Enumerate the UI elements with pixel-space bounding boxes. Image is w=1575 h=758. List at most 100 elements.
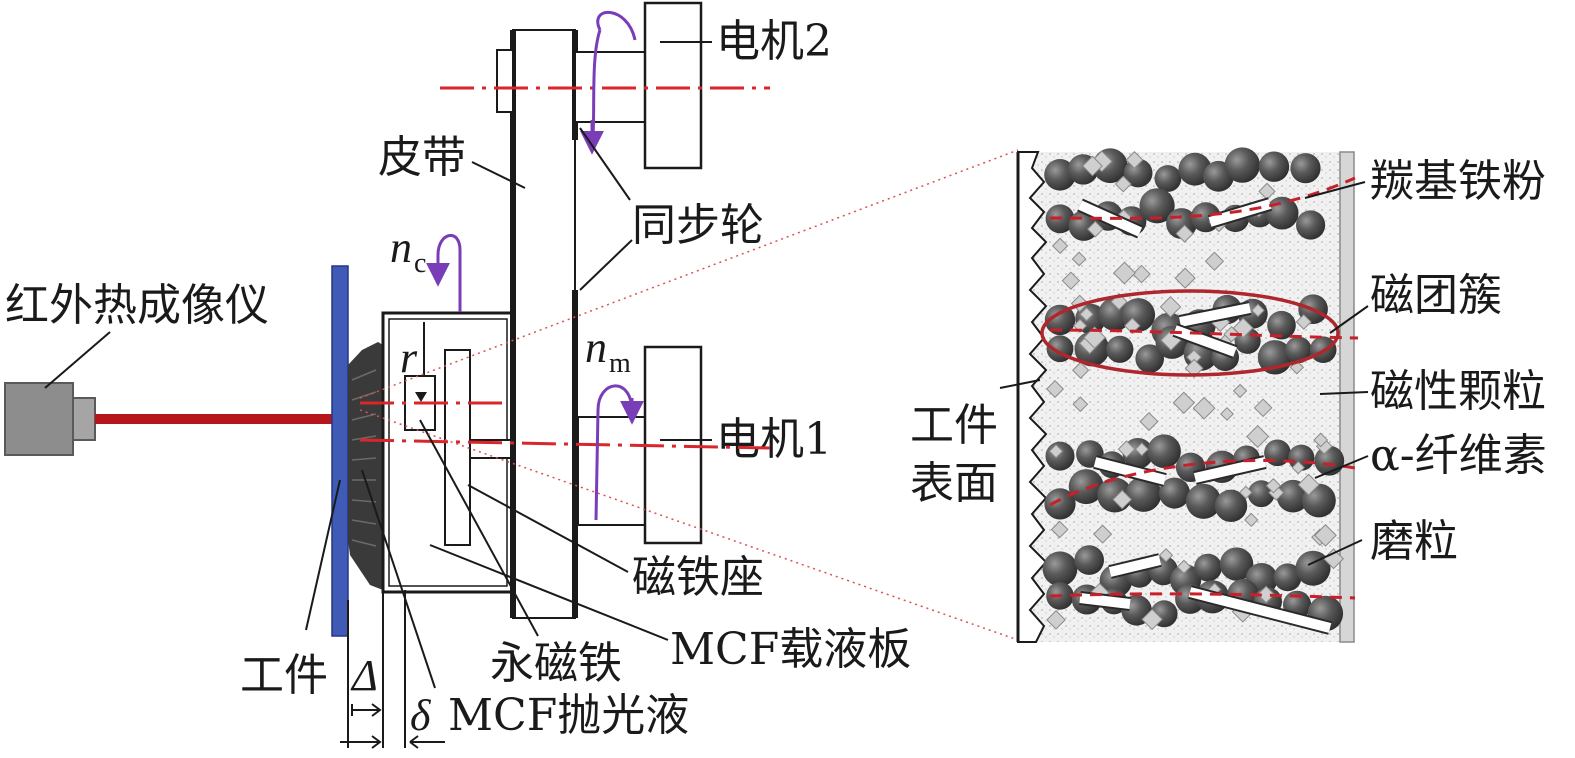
abrasive-particle (1071, 251, 1087, 267)
cellulose-fibre (1188, 587, 1332, 633)
magnetic-particle (1185, 483, 1222, 519)
leader-infrared-camera (44, 331, 111, 389)
cellulose-fibre (1193, 457, 1267, 483)
leader-magnet-seat (467, 484, 629, 573)
label-workpiece: 工件 (240, 650, 328, 701)
abrasive-particle (1072, 318, 1088, 333)
label-r: r (400, 333, 418, 382)
field-line-3 (1049, 458, 1356, 507)
abrasive-particle (1251, 303, 1265, 318)
abrasive-particle (1220, 406, 1234, 421)
magnetic-particle (1125, 476, 1162, 512)
abrasive-particle (1314, 524, 1337, 547)
abrasive-particle (1124, 317, 1141, 335)
belt (512, 29, 576, 619)
leader-belt (471, 161, 526, 189)
abrasive-particle (1297, 473, 1320, 496)
motor1-axis (359, 438, 771, 450)
abrasive-particle (1184, 358, 1204, 378)
abrasive-particle (1112, 489, 1133, 510)
rotation-arrow-nc (436, 233, 462, 312)
label-magnet-seat: 磁铁座 (632, 552, 764, 603)
magnetic-particle (1258, 151, 1290, 182)
magnetic-particle (1296, 210, 1326, 240)
magnetic-particle (1273, 563, 1302, 592)
magnetic-particle (1288, 444, 1315, 471)
leader-abrasive (1307, 539, 1363, 566)
magnetic-particle (1139, 188, 1175, 224)
abrasive-particle (1114, 175, 1132, 193)
magnetic-particle (1123, 158, 1153, 188)
cellulose-fibre (1173, 325, 1237, 357)
svg-text:m: m (609, 348, 631, 379)
label-nc: n c (390, 223, 426, 279)
leader-alpha-cellulose (1314, 455, 1369, 479)
magnetic-particle (1214, 489, 1248, 522)
label-magnetic-particle: 磁性颗粒 (1370, 366, 1546, 417)
zoom-line-bottom (359, 409, 1019, 641)
abrasive-particle (1159, 296, 1182, 318)
abrasive-particle (1257, 585, 1276, 604)
abrasive-particle (1113, 261, 1136, 285)
abrasive-particle (1046, 379, 1065, 398)
abrasive-particle (1061, 271, 1081, 290)
magnetic-cluster-outline (1040, 289, 1340, 377)
abrasive-particle (1050, 520, 1069, 539)
label-alpha-cellulose: α-纤维素 (1370, 430, 1547, 481)
magnetic-particle (1135, 344, 1164, 374)
abrasive-particle (1134, 442, 1149, 457)
leader-sync-wheel-1 (579, 127, 631, 201)
abrasive-particle (1175, 224, 1194, 243)
cellulose-fibre (1108, 555, 1162, 577)
abrasive-particle (1192, 396, 1216, 420)
delta-big-dimension (351, 703, 382, 717)
label-sync-wheel: 同步轮 (632, 200, 764, 251)
magnetic-particle (1074, 545, 1104, 575)
abrasive-particle (1232, 383, 1248, 399)
label-delta-small: δ (410, 691, 432, 740)
leader-workpiece (305, 479, 341, 631)
motor1-shaft (577, 416, 647, 526)
magnet-seat (444, 349, 471, 546)
leader-carbonyl-iron (1304, 181, 1366, 199)
abrasive-particle (1172, 391, 1195, 414)
leader-workpiece-surface (999, 379, 1041, 389)
leader-magnetic-cluster (1329, 305, 1369, 334)
abrasive-particle (1051, 237, 1069, 255)
abrasive-particle (1048, 444, 1064, 459)
label-motor2: 电机2 (716, 16, 832, 67)
svg-text:n: n (390, 223, 412, 272)
abrasive-particle (1295, 313, 1312, 330)
leader-mcf-fluid (361, 469, 436, 689)
magnetic-particle (1194, 553, 1222, 582)
magnetic-particle (1265, 196, 1299, 230)
magnetic-particle (1042, 551, 1078, 587)
magnetic-particle (1068, 469, 1104, 505)
abrasive-particle (1125, 151, 1144, 169)
abrasive-particle (1232, 317, 1254, 339)
workpiece-plate (331, 265, 349, 637)
abrasive-particle (1239, 485, 1253, 500)
svg-text:c: c (414, 248, 426, 279)
svg-text:n: n (585, 323, 607, 372)
abrasive-particle (1174, 267, 1196, 289)
top-pulley-hub (496, 49, 514, 113)
abrasive-particle (1176, 559, 1192, 575)
label-abrasive: 磨粒 (1370, 516, 1458, 567)
magnetic-particle (1147, 434, 1181, 469)
label-carrier-plate: MCF载液板 (670, 624, 911, 675)
label-delta-big: Δ (350, 651, 378, 700)
abrasive-particle (1072, 361, 1090, 379)
abrasive-particle (1139, 411, 1159, 432)
abrasive-particle (1253, 398, 1273, 418)
label-permanent-magnet: 永磁铁 (490, 638, 622, 689)
infrared-beam (95, 414, 332, 424)
abrasive-particle (1244, 512, 1259, 528)
magnetic-particle (1285, 336, 1312, 364)
field-line-2 (1049, 328, 1359, 340)
label-workpiece-surface-1: 工件 (910, 400, 998, 451)
label-carbonyl-iron: 羰基铁粉 (1370, 156, 1546, 207)
magnetic-particle (1159, 477, 1190, 509)
